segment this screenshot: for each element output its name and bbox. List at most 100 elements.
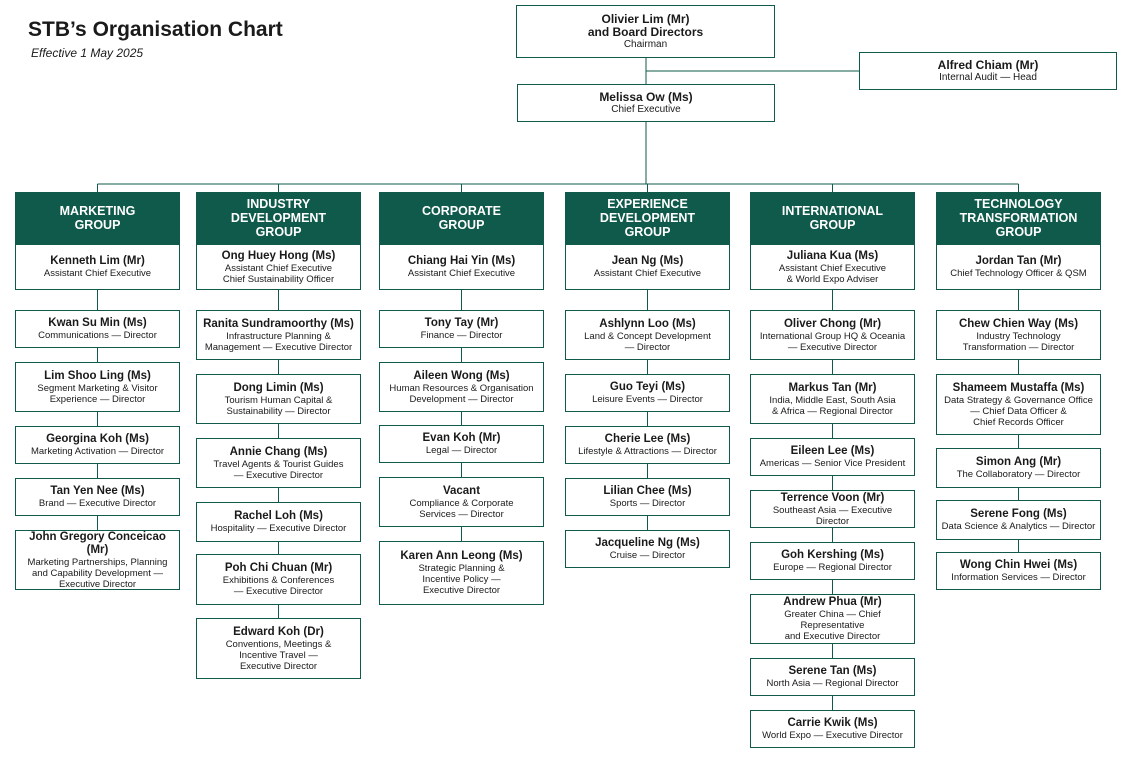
member-name: Dong Limin (Ms) bbox=[233, 381, 324, 394]
member-box: Shameem Mustaffa (Ms)Data Strategy & Gov… bbox=[936, 374, 1101, 435]
member-box: Karen Ann Leong (Ms)Strategic Planning &… bbox=[379, 541, 544, 605]
group-lead-box: Jean Ng (Ms)Assistant Chief Executive bbox=[565, 244, 730, 290]
member-box: Poh Chi Chuan (Mr)Exhibitions & Conferen… bbox=[196, 554, 361, 605]
member-box: Terrence Voon (Mr)Southeast Asia — Execu… bbox=[750, 490, 915, 528]
member-box: Wong Chin Hwei (Ms)Information Services … bbox=[936, 552, 1101, 590]
group-lead-box: Chiang Hai Yin (Ms)Assistant Chief Execu… bbox=[379, 244, 544, 290]
member-name: Evan Koh (Mr) bbox=[422, 432, 501, 444]
member-role: International Group HQ & Oceania — Execu… bbox=[759, 330, 906, 353]
member-role: World Expo — Executive Director bbox=[762, 730, 903, 741]
member-role: Finance — Director bbox=[420, 330, 503, 341]
member-name: Aileen Wong (Ms) bbox=[413, 369, 510, 382]
member-name: Lilian Chee (Ms) bbox=[603, 485, 692, 497]
member-role: Travel Agents & Tourist Guides — Executi… bbox=[213, 458, 344, 481]
member-role: Infrastructure Planning & Management — E… bbox=[204, 330, 353, 353]
member-name: Lim Shoo Ling (Ms) bbox=[44, 369, 151, 382]
group-lead-role: Assistant Chief Executive bbox=[43, 268, 152, 279]
member-box: Goh Kershing (Ms)Europe — Regional Direc… bbox=[750, 542, 915, 580]
group-lead-role: Assistant Chief Executive Chief Sustaina… bbox=[222, 262, 335, 285]
member-box: John Gregory Conceicao (Mr)Marketing Par… bbox=[15, 530, 180, 590]
group-header: TECHNOLOGY TRANSFORMATION GROUP bbox=[936, 192, 1101, 244]
group-lead-role: Assistant Chief Executive & World Expo A… bbox=[778, 262, 887, 285]
group-lead-box: Ong Huey Hong (Ms)Assistant Chief Execut… bbox=[196, 244, 361, 290]
member-name: Markus Tan (Mr) bbox=[788, 381, 877, 394]
member-name: Guo Teyi (Ms) bbox=[609, 381, 686, 393]
member-box: Guo Teyi (Ms)Leisure Events — Director bbox=[565, 374, 730, 412]
member-role: Conventions, Meetings & Incentive Travel… bbox=[225, 638, 332, 672]
member-box: Ashlynn Loo (Ms)Land & Concept Developme… bbox=[565, 310, 730, 360]
member-name: Tony Tay (Mr) bbox=[424, 317, 499, 329]
member-role: Human Resources & Organisation Developme… bbox=[389, 382, 534, 405]
group-lead-name: Ong Huey Hong (Ms) bbox=[221, 249, 336, 262]
member-box: Lim Shoo Ling (Ms)Segment Marketing & Vi… bbox=[15, 362, 180, 412]
group-lead-role: Assistant Chief Executive bbox=[593, 268, 702, 279]
member-role: Legal — Director bbox=[425, 445, 498, 456]
member-role: Information Services — Director bbox=[951, 572, 1086, 583]
member-role: Cruise — Director bbox=[609, 550, 686, 561]
group-header: INTERNATIONAL GROUP bbox=[750, 192, 915, 244]
chairman-name: Olivier Lim (Mr) and Board Directors bbox=[587, 12, 704, 39]
member-role: Exhibitions & Conferences — Executive Di… bbox=[222, 575, 335, 597]
member-role: Leisure Events — Director bbox=[592, 394, 703, 405]
group-lead-name: Juliana Kua (Ms) bbox=[786, 249, 879, 262]
member-name: Edward Koh (Dr) bbox=[233, 625, 324, 638]
member-name: Oliver Chong (Mr) bbox=[783, 317, 882, 330]
member-role: Europe — Regional Director bbox=[773, 562, 892, 573]
group-lead-name: Chiang Hai Yin (Ms) bbox=[407, 255, 516, 267]
chairman-role: Chairman bbox=[623, 39, 668, 50]
member-box: Markus Tan (Mr)India, Middle East, South… bbox=[750, 374, 915, 424]
member-name: Georgina Koh (Ms) bbox=[46, 433, 149, 445]
member-role: Greater China — Chief Representative and… bbox=[784, 609, 881, 642]
group-lead-box: Juliana Kua (Ms)Assistant Chief Executiv… bbox=[750, 244, 915, 290]
member-box: Serene Tan (Ms)North Asia — Regional Dir… bbox=[750, 658, 915, 696]
group-header: MARKETING GROUP bbox=[15, 192, 180, 244]
member-name: Karen Ann Leong (Ms) bbox=[400, 550, 523, 562]
member-name: Simon Ang (Mr) bbox=[975, 456, 1062, 468]
chairman-box: Olivier Lim (Mr) and Board Directors Cha… bbox=[516, 5, 775, 58]
group-lead-name: Jean Ng (Ms) bbox=[611, 255, 684, 267]
group-header: EXPERIENCE DEVELOPMENT GROUP bbox=[565, 192, 730, 244]
group-lead-name: Kenneth Lim (Mr) bbox=[50, 255, 145, 267]
member-name: Serene Tan (Ms) bbox=[788, 665, 877, 677]
member-name: Terrence Voon (Mr) bbox=[780, 491, 885, 504]
member-role: Brand — Executive Director bbox=[38, 498, 157, 509]
member-name: Ranita Sundramoorthy (Ms) bbox=[203, 317, 354, 330]
member-role: Sports — Director bbox=[609, 498, 686, 509]
member-role: Lifestyle & Attractions — Director bbox=[578, 446, 717, 457]
ceo-role: Chief Executive bbox=[611, 104, 681, 115]
member-role: Segment Marketing & Visitor Experience —… bbox=[37, 382, 158, 405]
member-role: Marketing Activation — Director bbox=[30, 446, 165, 457]
internal-audit-box: Alfred Chiam (Mr) Internal Audit — Head bbox=[859, 52, 1117, 90]
member-role: India, Middle East, South Asia & Africa … bbox=[769, 394, 896, 417]
member-box: Tony Tay (Mr)Finance — Director bbox=[379, 310, 544, 348]
member-name: Rachel Loh (Ms) bbox=[234, 510, 323, 522]
member-name: Goh Kershing (Ms) bbox=[781, 549, 884, 561]
member-box: Jacqueline Ng (Ms)Cruise — Director bbox=[565, 530, 730, 568]
member-name: Vacant bbox=[442, 484, 481, 497]
group-lead-name: Jordan Tan (Mr) bbox=[975, 255, 1062, 267]
member-box: Eileen Lee (Ms)Americas — Senior Vice Pr… bbox=[750, 438, 915, 476]
member-role: Marketing Partnerships, Planning and Cap… bbox=[27, 556, 168, 590]
member-box: Cherie Lee (Ms)Lifestyle & Attractions —… bbox=[565, 426, 730, 464]
member-box: Ranita Sundramoorthy (Ms)Infrastructure … bbox=[196, 310, 361, 360]
member-box: Annie Chang (Ms)Travel Agents & Tourist … bbox=[196, 438, 361, 488]
group-lead-box: Kenneth Lim (Mr)Assistant Chief Executiv… bbox=[15, 244, 180, 290]
page-title: STB’s Organisation Chart bbox=[28, 18, 283, 41]
member-box: Dong Limin (Ms)Tourism Human Capital & S… bbox=[196, 374, 361, 424]
member-name: Shameem Mustaffa (Ms) bbox=[952, 381, 1085, 394]
member-role: Industry Technology Transformation — Dir… bbox=[962, 330, 1075, 353]
member-name: Kwan Su Min (Ms) bbox=[48, 317, 147, 329]
member-box: Edward Koh (Dr)Conventions, Meetings & I… bbox=[196, 618, 361, 679]
member-box: Georgina Koh (Ms)Marketing Activation — … bbox=[15, 426, 180, 464]
member-role: Hospitality — Executive Director bbox=[210, 523, 347, 534]
member-role: Strategic Planning & Incentive Policy — … bbox=[418, 563, 505, 596]
group-lead-role: Chief Technology Officer & QSM bbox=[950, 268, 1087, 279]
member-name: Cherie Lee (Ms) bbox=[604, 433, 691, 445]
member-role: Tourism Human Capital & Sustainability —… bbox=[224, 394, 333, 417]
member-box: Rachel Loh (Ms)Hospitality — Executive D… bbox=[196, 502, 361, 542]
member-box: Carrie Kwik (Ms)World Expo — Executive D… bbox=[750, 710, 915, 748]
member-role: Data Science & Analytics — Director bbox=[941, 521, 1096, 532]
member-name: John Gregory Conceicao (Mr) bbox=[29, 530, 166, 556]
